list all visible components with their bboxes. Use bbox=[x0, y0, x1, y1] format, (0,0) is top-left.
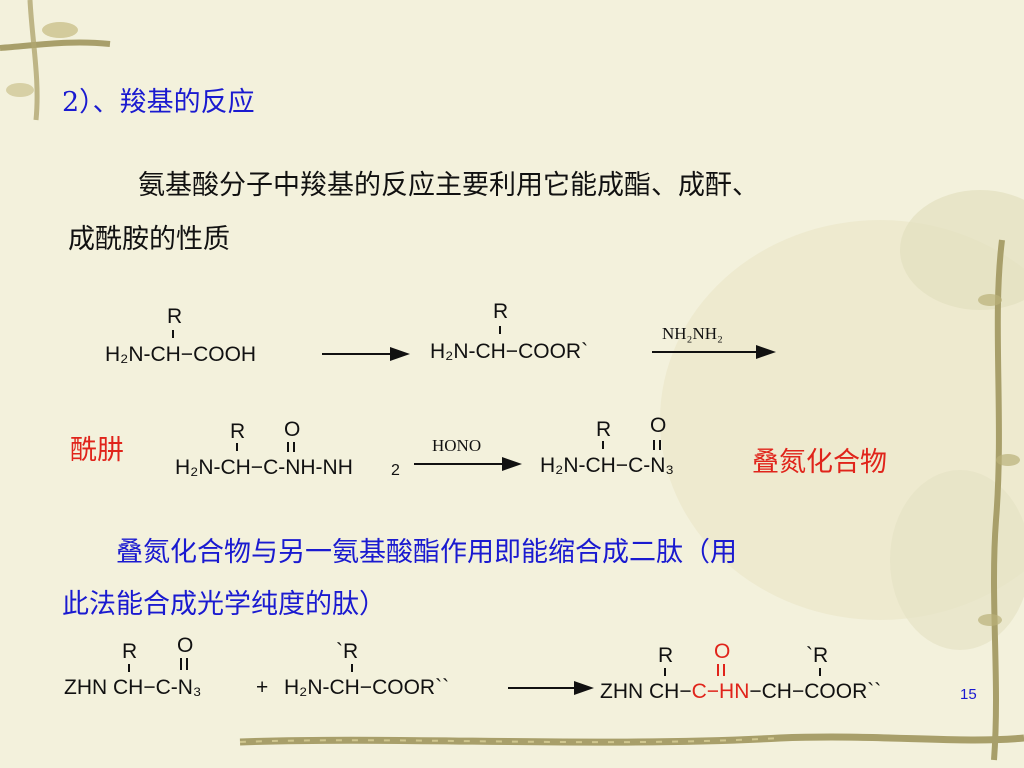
intro-line-2: 成酰胺的性质 bbox=[68, 224, 230, 255]
r3-reactant-2: H₂N‑CH−COOR`` bbox=[284, 676, 450, 699]
slide-heading: 2）、羧基的反应 bbox=[62, 87, 255, 118]
r3-product: ZHN CH−C−HN−CH−COOR`` bbox=[600, 680, 881, 704]
r2-reactant: H₂N‑CH−C‑NH‑NH bbox=[175, 456, 353, 479]
r3-reactant-1: ZHN CH−C‑N₃ bbox=[64, 676, 202, 699]
r1-arrow-2 bbox=[652, 345, 776, 359]
r2-reagent: HONO bbox=[432, 436, 482, 455]
note-line-1: 叠氮化合物与另一氨基酸酯作用即能缩合成二肽（用 bbox=[116, 537, 737, 568]
note-line-2: 此法能合成光学纯度的肽） bbox=[62, 589, 386, 620]
r1-product: H₂N‑CH−COOR` bbox=[430, 340, 589, 363]
r3-product-left: ZHN CH− bbox=[600, 680, 692, 703]
r2-r-group-2: R bbox=[596, 418, 612, 441]
r1-arrow-1 bbox=[322, 347, 410, 361]
page-number: 15 bbox=[960, 686, 977, 703]
r3-oxygen-1: O bbox=[177, 634, 194, 657]
r2-product: H₂N‑CH−C‑N₃ bbox=[540, 454, 674, 477]
r2-oxygen-1: O bbox=[284, 418, 301, 441]
r3-product-right: −CH−COOR`` bbox=[749, 680, 882, 703]
intro-line-1: 氨基酸分子中羧基的反应主要利用它能成酯、成酐、 bbox=[138, 170, 759, 201]
r3-oxygen-3: O bbox=[714, 640, 731, 663]
r3-product-peptide-dash: − bbox=[706, 680, 720, 703]
r3-r-group-2: `R bbox=[336, 640, 359, 663]
r3-product-carbonyl-c: C bbox=[691, 680, 707, 703]
hydrazide-label: 酰肼 bbox=[70, 435, 124, 466]
r3-r-group-4: `R bbox=[806, 644, 829, 667]
r3-plus: + bbox=[256, 676, 269, 699]
r1-r-group-1: R bbox=[167, 305, 183, 328]
r3-arrow bbox=[508, 681, 594, 695]
azide-label: 叠氮化合物 bbox=[752, 447, 887, 478]
r1-r-group-2: R bbox=[493, 300, 509, 323]
r2-oxygen-2: O bbox=[650, 414, 667, 437]
r3-product-amide-hn: HN bbox=[719, 680, 750, 703]
r2-reactant-tail: 2 bbox=[391, 462, 400, 479]
r3-r-group-3: R bbox=[658, 644, 674, 667]
r1-reagent: NH₂NH₂ bbox=[662, 324, 723, 343]
r2-arrow bbox=[414, 457, 522, 471]
r3-r-group-1: R bbox=[122, 640, 138, 663]
r1-reactant: H₂N‑CH−COOH bbox=[105, 343, 257, 366]
r2-r-group-1: R bbox=[230, 420, 246, 443]
